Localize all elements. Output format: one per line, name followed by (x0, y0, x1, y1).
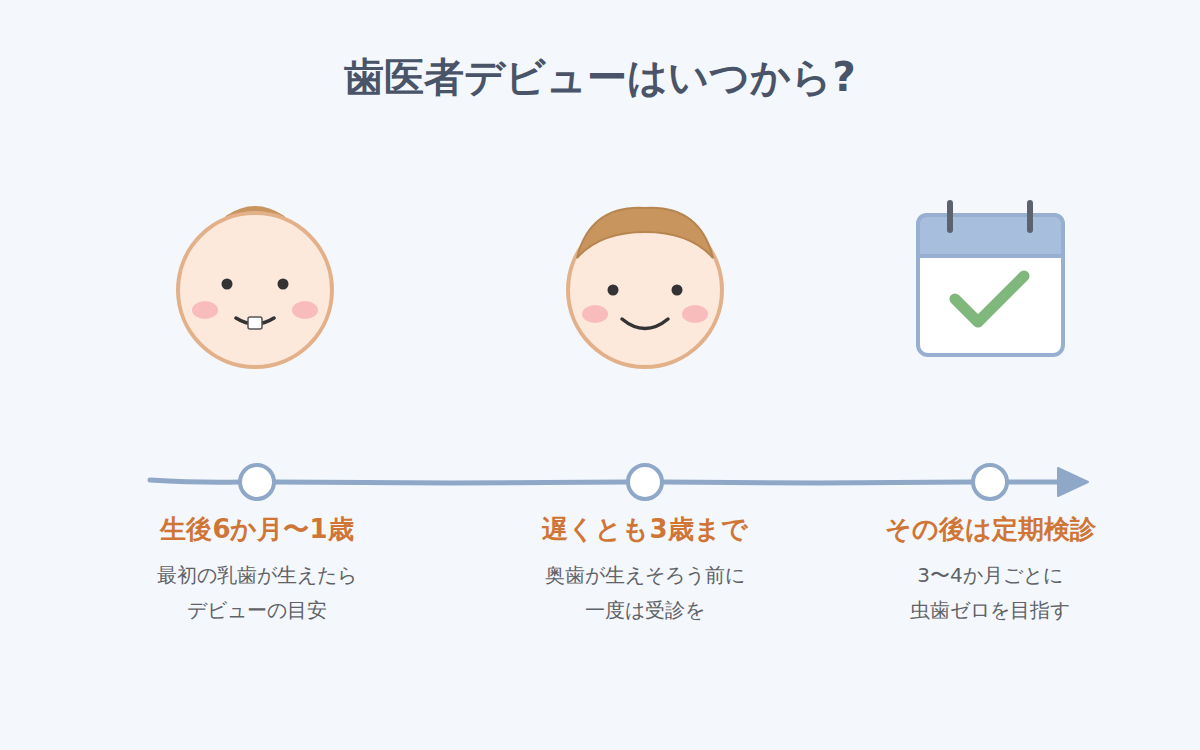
stage-note: 3〜4か月ごとに 虫歯ゼロを目指す (865, 558, 1115, 628)
child-face (568, 208, 722, 367)
timeline-point: その後は定期検診3〜4か月ごとに 虫歯ゼロを目指す (970, 462, 1010, 502)
stage-note: 最初の乳歯が生えたら デビューの目安 (132, 558, 382, 628)
calendar-icon (918, 203, 1063, 355)
stage-heading: 生後6か月〜1歳 (160, 512, 353, 547)
point-circle (625, 462, 665, 502)
timeline-segment (663, 482, 972, 483)
stage-heading: その後は定期検診 (885, 512, 1096, 547)
stage-heading: 遅くとも3歳まで (542, 512, 747, 547)
point-circle (237, 462, 277, 502)
timeline-point: 生後6か月〜1歳最初の乳歯が生えたら デビューの目安 (237, 462, 277, 502)
stage-note: 奥歯が生えそろう前に 一度は受診を (520, 558, 770, 628)
title: 歯医者デビューはいつから? (0, 50, 1200, 105)
timeline-point: 遅くとも3歳まで奥歯が生えそろう前に 一度は受診を (625, 462, 665, 502)
timeline-segment (275, 482, 627, 483)
timeline-axis (150, 468, 1088, 496)
point-circle (970, 462, 1010, 502)
baby-face (178, 209, 332, 367)
